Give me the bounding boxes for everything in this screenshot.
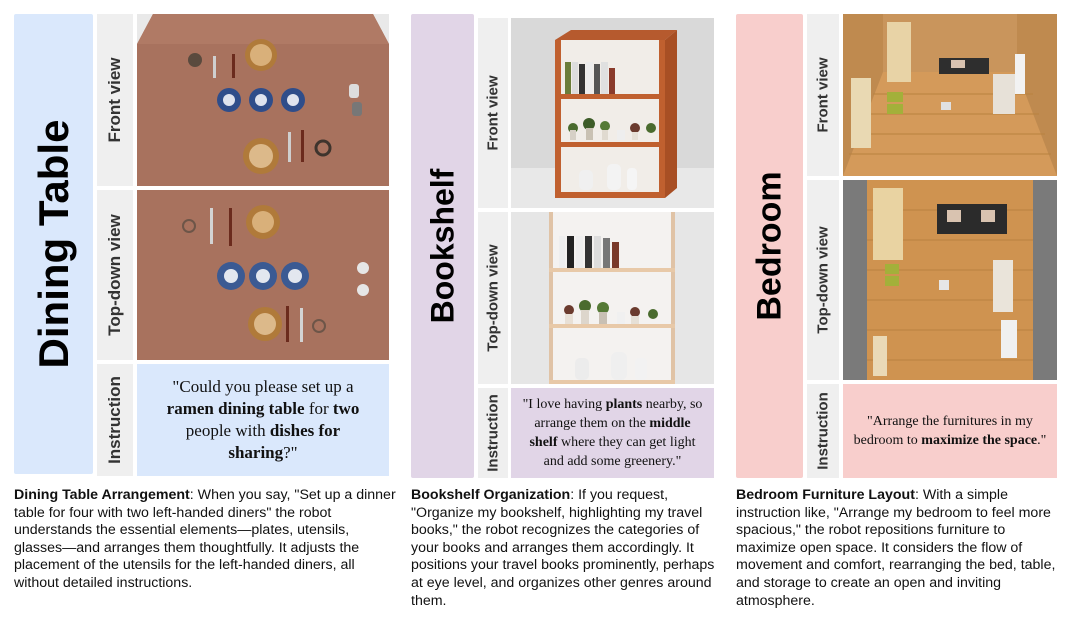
bedroom-instruction-text: "Arrange the furnitures in my bedroom to…: [853, 414, 1047, 448]
dining-instruction-box: "Could you please set up a ramen dining …: [137, 364, 389, 476]
bookshelf-instruction-label: Instruction: [478, 388, 508, 478]
dining-instruction-label: Instruction: [97, 364, 133, 476]
dining-table-banner: Dining Table: [14, 14, 93, 474]
bedroom-banner: Bedroom: [736, 14, 803, 478]
dining-top-view-label: Top-down view: [97, 190, 133, 360]
bedroom-description-title: Bedroom Furniture Layout: [736, 487, 915, 503]
bookshelf-banner-title: Bookshelf: [424, 168, 460, 324]
bookshelf-front-view-image: [511, 18, 714, 208]
dining-table-banner-title: Dining Table: [29, 119, 77, 369]
bedroom-top-view-label: Top-down view: [807, 180, 839, 380]
dining-front-view-label: Front view: [97, 14, 133, 186]
dining-top-view-image: [137, 190, 389, 360]
bookshelf-instruction-box: "I love having plants nearby, so arrange…: [511, 388, 714, 478]
bedroom-front-view-label: Front view: [807, 14, 839, 176]
bedroom-front-view-image: [843, 14, 1057, 176]
bookshelf-description-title: Bookshelf Organization: [411, 487, 571, 503]
dining-description-body: : When you say, "Set up a dinner table f…: [14, 487, 396, 591]
dining-instruction-text: "Could you please set up a ramen dining …: [166, 377, 360, 462]
bookshelf-front-view-label: Front view: [478, 18, 508, 208]
bookshelf-banner: Bookshelf: [411, 14, 474, 478]
bedroom-top-view-image: [843, 180, 1057, 380]
bookshelf-description: Bookshelf Organization: If you request, …: [411, 487, 716, 610]
dining-description-title: Dining Table Arrangement: [14, 487, 190, 503]
bookshelf-instruction-text: "I love having plants nearby, so arrange…: [522, 397, 703, 469]
bedroom-description: Bedroom Furniture Layout: With a simple …: [736, 487, 1066, 610]
bedroom-instruction-box: "Arrange the furnitures in my bedroom to…: [843, 384, 1057, 478]
bedroom-banner-title: Bedroom: [750, 171, 788, 321]
dining-front-view-image: [137, 14, 389, 186]
bedroom-description-body: : With a simple instruction like, "Arran…: [736, 487, 1056, 609]
bookshelf-description-body: : If you request, "Organize my bookshelf…: [411, 487, 715, 609]
bedroom-instruction-label: Instruction: [807, 384, 839, 478]
dining-description: Dining Table Arrangement: When you say, …: [14, 487, 399, 593]
bookshelf-top-view-label: Top-down view: [478, 212, 508, 384]
bookshelf-top-view-image: [511, 212, 714, 384]
